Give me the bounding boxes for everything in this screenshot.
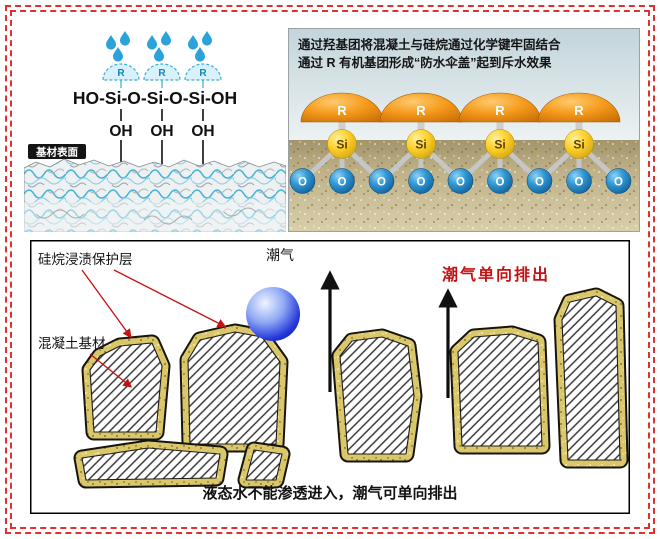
o-label: O [614, 177, 623, 189]
o-sphere [526, 168, 553, 194]
caption-line1: 通过羟基团将混凝土与硅烷通过化学键牢固结合 [298, 37, 561, 52]
texture-scribbles [35, 207, 257, 225]
o-spheres: O O O O O O O O O [289, 168, 632, 194]
o-label: O [456, 177, 465, 189]
bond-lines-lower [120, 140, 204, 164]
o-sphere [408, 168, 434, 194]
o-sphere [329, 168, 355, 194]
photo-border [288, 28, 640, 232]
si-sphere [327, 129, 357, 159]
umbrella-icon: R [102, 63, 140, 88]
o-label: O [377, 177, 386, 189]
o-sphere [566, 168, 592, 194]
dome-r-label: R [495, 103, 505, 118]
hydroxyl-label: OH [109, 123, 132, 140]
panel-hydroxyl-bonding: R R R HO-Si-O-Si-O-Si-OH [24, 28, 286, 232]
si-label: Si [573, 138, 584, 152]
silane-formula: HO-Si-O-Si-O-Si-OH [73, 88, 237, 108]
bottom-caption: 液态水不能渗透进入，潮气可单向排出 [202, 484, 457, 502]
moisture-exit-label: 潮气单向排出 [442, 265, 550, 284]
inner-dashed-frame [10, 10, 650, 529]
water-droplet-sphere [246, 287, 300, 341]
caption-line2: 通过 R 有机基团形成“防水伞盖”起到斥水效果 [298, 55, 552, 70]
moisture-diagram: 硅烷浸渍保护层 潮气 潮气单向排出 混凝土基材 液态水不能渗透进入，潮气可单向排… [30, 240, 630, 514]
outer-dashed-frame [5, 5, 655, 534]
o-sphere [368, 168, 395, 194]
si-label: Si [494, 138, 505, 152]
o-label: O [575, 177, 584, 189]
si-spheres: Si Si Si Si [327, 129, 594, 159]
hydroxyl-label: OH [150, 123, 173, 140]
o-sphere [605, 168, 632, 194]
o-label: O [298, 177, 307, 189]
umbrella-r-label: R [158, 68, 166, 79]
umbrella-dome-icon [300, 92, 384, 123]
o-label: O [496, 177, 505, 189]
umbrella-r-label: R [199, 68, 207, 79]
surface-label-badge: 基材表面 [28, 144, 86, 159]
protective-layer-label: 硅烷浸渍保护层 [38, 252, 133, 267]
umbrella-dome-icon [537, 92, 621, 123]
bottom-panel-border [30, 240, 630, 514]
dome-r-label: R [574, 103, 584, 118]
panel-cross-section: 硅烷浸渍保护层 潮气 潮气单向排出 混凝土基材 液态水不能渗透进入，潮气可单向排… [30, 240, 630, 514]
umbrella-dome-icon [379, 92, 463, 123]
dome-r-label: R [416, 103, 426, 118]
umbrella-r-label: R [117, 68, 125, 79]
o-sphere [487, 168, 513, 194]
pointer-arrow-icon [113, 269, 227, 328]
umbrella-dome-icon [458, 92, 542, 123]
surface-label: 基材表面 [35, 146, 78, 159]
o-label: O [338, 177, 347, 189]
silane-network-photo: 通过羟基团将混凝土与硅烷通过化学键牢固结合 通过 R 有机基团形成“防水伞盖”起… [288, 28, 640, 232]
hydroxyl-label: OH [191, 123, 214, 140]
umbrella-domes: R R R R [300, 92, 621, 123]
pointer-arrow-icon [81, 269, 132, 339]
pointer-arrow-icon [89, 353, 133, 388]
o-sphere [289, 168, 316, 194]
si-label: Si [415, 138, 426, 152]
umbrella-icons: R R R [102, 63, 222, 88]
substrate-label: 混凝土基材 [38, 335, 106, 351]
dome-necks [338, 120, 583, 132]
si-sphere [406, 129, 436, 159]
leader-arrows [81, 269, 227, 388]
umbrella-icon: R [143, 63, 181, 88]
moisture-label: 潮气 [266, 247, 294, 263]
o-sphere [447, 168, 474, 194]
si-sphere [485, 129, 515, 159]
dome-r-label: R [337, 103, 347, 118]
si-label: Si [336, 138, 347, 152]
panel-molecular-umbrella: 通过羟基团将混凝土与硅烷通过化学键牢固结合 通过 R 有机基团形成“防水伞盖”起… [288, 28, 640, 232]
hydroxyl-bond-diagram: R R R HO-Si-O-Si-O-Si-OH [24, 31, 286, 232]
si-sphere [564, 129, 594, 159]
o-label: O [417, 177, 426, 189]
o-label: O [535, 177, 544, 189]
umbrella-icon: R [184, 63, 222, 88]
bond-lines-upper [120, 109, 204, 121]
raindrops-icon [106, 31, 212, 62]
